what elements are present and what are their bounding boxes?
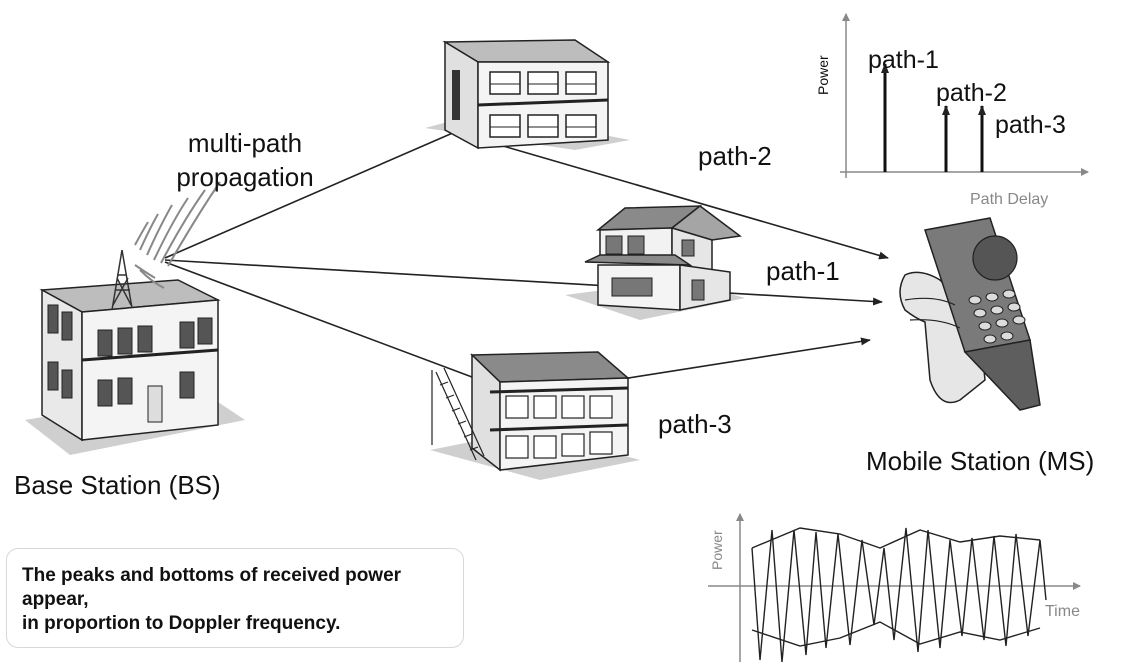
- mobile-station-label: Mobile Station (MS): [866, 446, 1094, 476]
- path1-label: path-1: [766, 256, 840, 286]
- delay-chart-x-label: Path Delay: [970, 191, 1048, 208]
- fading-chart: Power Time: [708, 513, 1081, 663]
- fading-waveform: [751, 527, 1047, 663]
- top-building: [425, 39, 630, 150]
- propagation-label: propagation: [176, 162, 313, 192]
- fading-chart-y-label: Power: [709, 530, 725, 570]
- delay-chart-path2-label: path-2: [936, 79, 1007, 107]
- multipath-label: multi-path: [188, 128, 302, 158]
- path3-line-segment-1: [164, 261, 521, 396]
- note-line-1: The peaks and bottoms of received power …: [22, 565, 402, 610]
- mobile-phone: [899, 217, 1041, 411]
- bottom-apartment: [430, 351, 640, 480]
- doppler-note: The peaks and bottoms of received power …: [22, 564, 462, 636]
- fading-chart-x-label: Time: [1045, 603, 1080, 620]
- path2-line-segment-2: [454, 131, 889, 260]
- note-box: [6, 548, 464, 648]
- delay-profile-chart: Power Path Delay path-1 path-2 path-3: [815, 13, 1089, 208]
- path2-label: path-2: [698, 141, 772, 171]
- path1-line: [164, 259, 883, 306]
- delay-chart-path3-label: path-3: [995, 111, 1066, 139]
- delay-chart-path1-label: path-1: [868, 46, 939, 74]
- base-station-label: Base Station (BS): [14, 470, 221, 500]
- radio-wave-arcs: [134, 181, 221, 289]
- note-line-2: in proportion to Doppler frequency.: [22, 613, 341, 634]
- path3-label: path-3: [658, 409, 732, 439]
- delay-chart-y-label: Power: [815, 55, 831, 95]
- path2-line-segment-1: [164, 131, 456, 259]
- middle-house: [565, 205, 745, 320]
- base-station-building: [25, 249, 245, 455]
